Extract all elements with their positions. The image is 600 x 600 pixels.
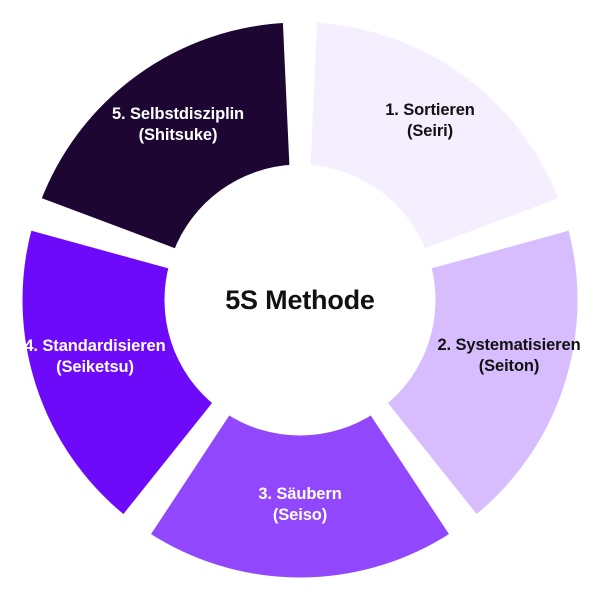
donut-segment-2[interactable] (377, 220, 587, 525)
segment-label-2-title: 2. Systematisieren (437, 336, 580, 354)
segment-label-4-title: 4. Standardisieren (24, 337, 165, 355)
segment-label-1-title: 1. Sortieren (385, 101, 475, 119)
segment-label-2-japanese: (Seiton) (479, 357, 540, 375)
segment-label-5-title: 5. Selbstdisziplin (112, 105, 244, 123)
center-title: 5S Methode (225, 285, 375, 315)
donut-segment-5[interactable] (31, 13, 299, 259)
donut-segments-group (13, 13, 587, 587)
segment-label-4-japanese: (Seiketsu) (56, 358, 134, 376)
segment-label-4: 4. Standardisieren (Seiketsu) (24, 337, 165, 376)
segment-label-3: 3. Säubern (Seiso) (258, 485, 341, 524)
segment-label-5: 5. Selbstdisziplin (Shitsuke) (112, 105, 244, 144)
donut-segment-3[interactable] (140, 404, 460, 587)
donut-center-hole (173, 173, 427, 427)
segment-label-1-japanese: (Seiri) (407, 122, 453, 140)
segment-label-3-title: 3. Säubern (258, 485, 341, 503)
donut-labels-group: 1. Sortieren (Seiri) 2. Systematisieren (Se… (24, 101, 580, 524)
segment-label-1: 1. Sortieren (Seiri) (385, 101, 475, 140)
donut-segment-4[interactable] (13, 220, 223, 525)
donut-segment-1[interactable] (301, 13, 569, 259)
segment-label-5-japanese: (Shitsuke) (139, 126, 218, 144)
segment-label-2: 2. Systematisieren (Seiton) (437, 336, 580, 375)
segment-label-3-japanese: (Seiso) (273, 506, 327, 524)
